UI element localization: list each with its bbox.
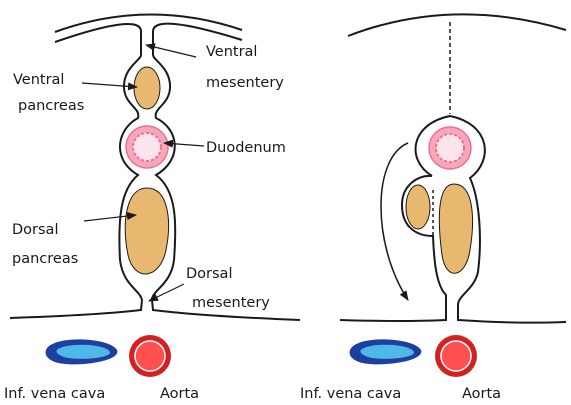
right-aorta [435,335,477,377]
label-ventral-pancreas: Ventral pancreas [13,72,84,114]
right-inf-vena-cava [350,339,422,364]
label-aorta-left: Aorta [160,386,199,402]
pointer-ventral-pancreas [82,83,137,87]
left-ventral-pancreas [134,67,160,109]
label-duodenum: Duodenum [206,140,286,156]
right-ventral-pancreas [406,185,430,229]
label-aorta-right: Aorta [462,386,501,402]
label-dorsal-mesentery: Dorsal mesentery [186,266,270,311]
label-dorsal-pancreas: Dorsal pancreas [12,222,78,267]
pointer-duodenum [164,143,204,146]
label-inf-vena-cava-right: Inf. vena cava [300,386,401,402]
right-panel: Inf. vena cava Aorta [300,14,566,402]
rotation-arrow-icon [381,143,408,300]
left-panel: Ventral mesentery Ventral pancreas Duode… [4,14,300,402]
label-ventral-mesentery: Ventral mesentery [206,44,284,91]
left-inf-vena-cava [46,339,118,364]
pointer-dorsal-mesentery [149,284,184,301]
left-dorsal-pancreas [125,188,168,274]
left-aorta [129,335,171,377]
left-body-wall [55,14,242,42]
right-dorsal-pancreas [439,184,472,273]
label-inf-vena-cava-left: Inf. vena cava [4,386,105,402]
left-duodenum [126,126,168,168]
right-duodenum [429,127,471,169]
right-body-wall [348,14,566,36]
